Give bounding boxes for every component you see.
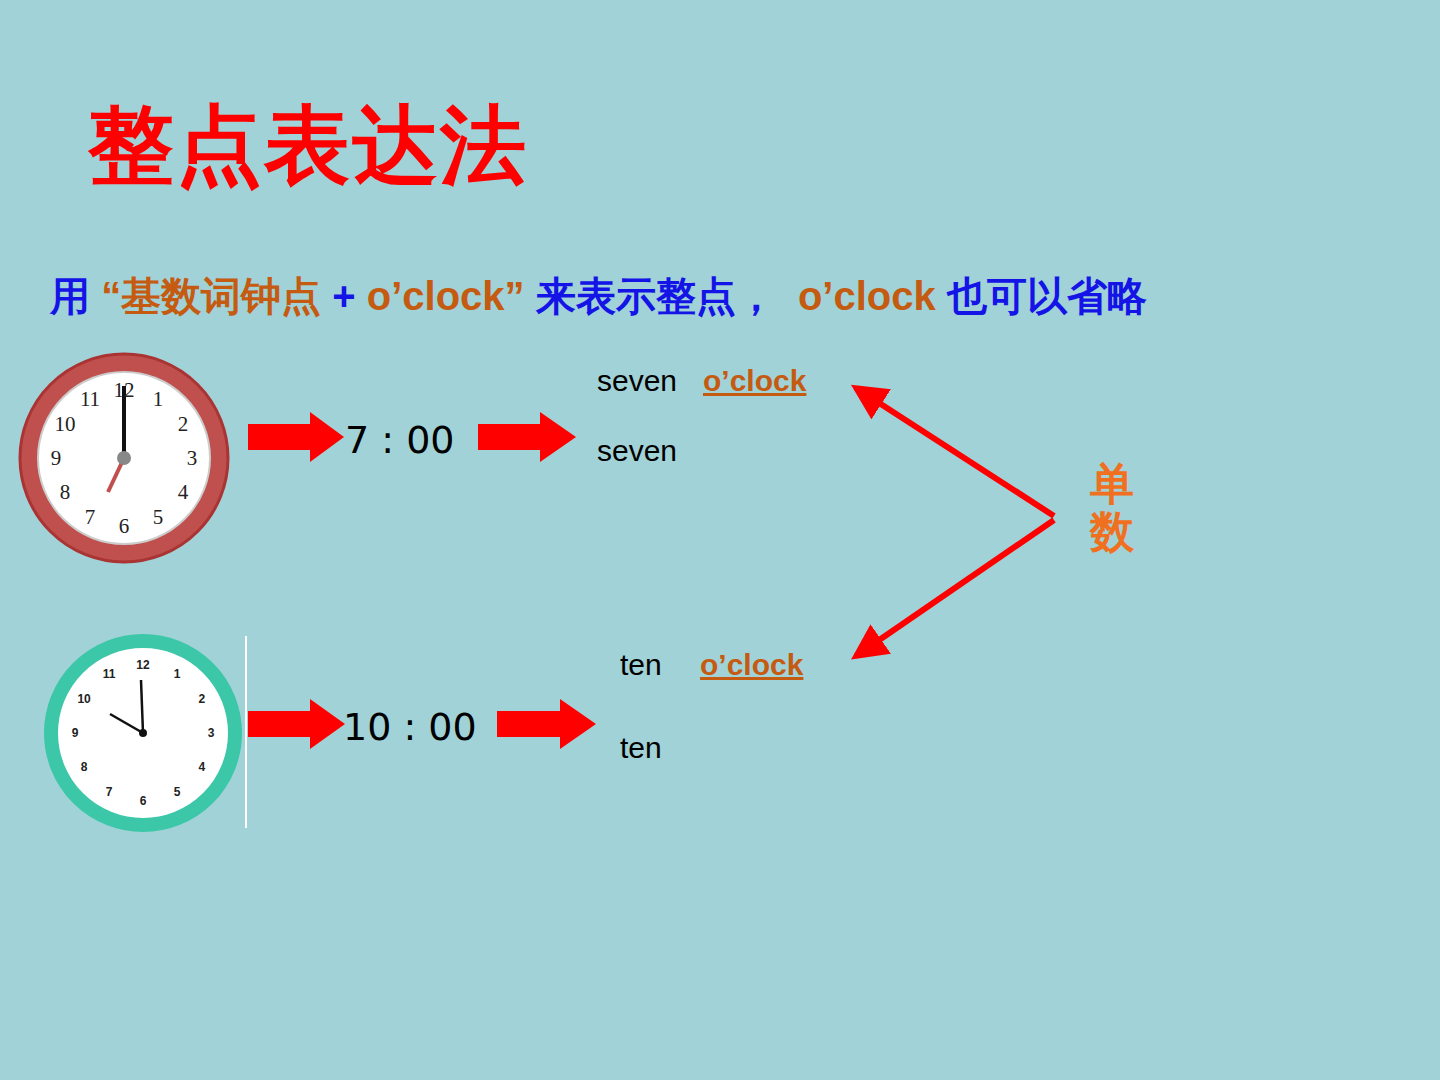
clock-numeral: 11 bbox=[103, 667, 116, 681]
subtitle-part: o’clock bbox=[798, 274, 936, 318]
time-text: 7 : 00 bbox=[345, 418, 455, 462]
oclock-word: o’clock bbox=[700, 648, 803, 682]
clock-numeral: 1 bbox=[153, 387, 164, 412]
clock-numeral: 8 bbox=[81, 760, 88, 774]
time-text: 10 : 00 bbox=[343, 705, 477, 749]
clock-1 bbox=[20, 354, 228, 562]
clock-numeral: 2 bbox=[178, 412, 189, 437]
oclock-word: o’clock bbox=[703, 364, 806, 398]
subtitle-part: o’clock” bbox=[367, 274, 525, 318]
clock-numeral: 3 bbox=[187, 446, 198, 471]
clock-2 bbox=[51, 636, 246, 828]
clock-numeral: 3 bbox=[208, 726, 215, 740]
clock-numeral: 12 bbox=[136, 658, 149, 672]
clock-numeral: 9 bbox=[72, 726, 79, 740]
clock-numeral: 5 bbox=[174, 785, 181, 799]
subtitle-part: “基数词钟点 bbox=[101, 274, 321, 318]
clock-numeral: 1 bbox=[174, 667, 181, 681]
block-arrows bbox=[248, 412, 596, 749]
note-vertical: 单数 bbox=[1090, 460, 1134, 557]
clock-numeral: 4 bbox=[199, 760, 206, 774]
english-word: ten bbox=[620, 731, 662, 765]
clock-numeral: 7 bbox=[106, 785, 113, 799]
clock-numeral: 5 bbox=[153, 504, 164, 529]
english-word: ten bbox=[620, 648, 662, 682]
clock-numeral: 2 bbox=[199, 692, 206, 706]
clock-numeral: 6 bbox=[119, 514, 130, 539]
pointer-arrows bbox=[856, 388, 1054, 656]
clock-numeral: 4 bbox=[178, 480, 189, 505]
subtitle-part: 用 bbox=[50, 274, 90, 318]
subtitle-part: 来表示整点， bbox=[536, 274, 776, 318]
clock-numeral: 7 bbox=[85, 504, 96, 529]
clock-numeral: 11 bbox=[80, 387, 100, 412]
english-word: seven bbox=[597, 434, 677, 468]
clock-numeral: 10 bbox=[77, 692, 90, 706]
subtitle: 用 “基数词钟点 + o’clock” 来表示整点， o’clock 也可以省略 bbox=[50, 268, 1340, 324]
title: 整点表达法 bbox=[88, 88, 528, 205]
subtitle-part: + bbox=[332, 274, 355, 318]
clock-numeral: 9 bbox=[51, 446, 62, 471]
subtitle-part: 也可以省略 bbox=[947, 274, 1147, 318]
clock-numeral: 8 bbox=[60, 480, 71, 505]
english-word: seven bbox=[597, 364, 677, 398]
clock-numeral: 10 bbox=[55, 412, 76, 437]
clock-numeral: 12 bbox=[114, 378, 135, 403]
clock-numeral: 6 bbox=[140, 794, 147, 808]
